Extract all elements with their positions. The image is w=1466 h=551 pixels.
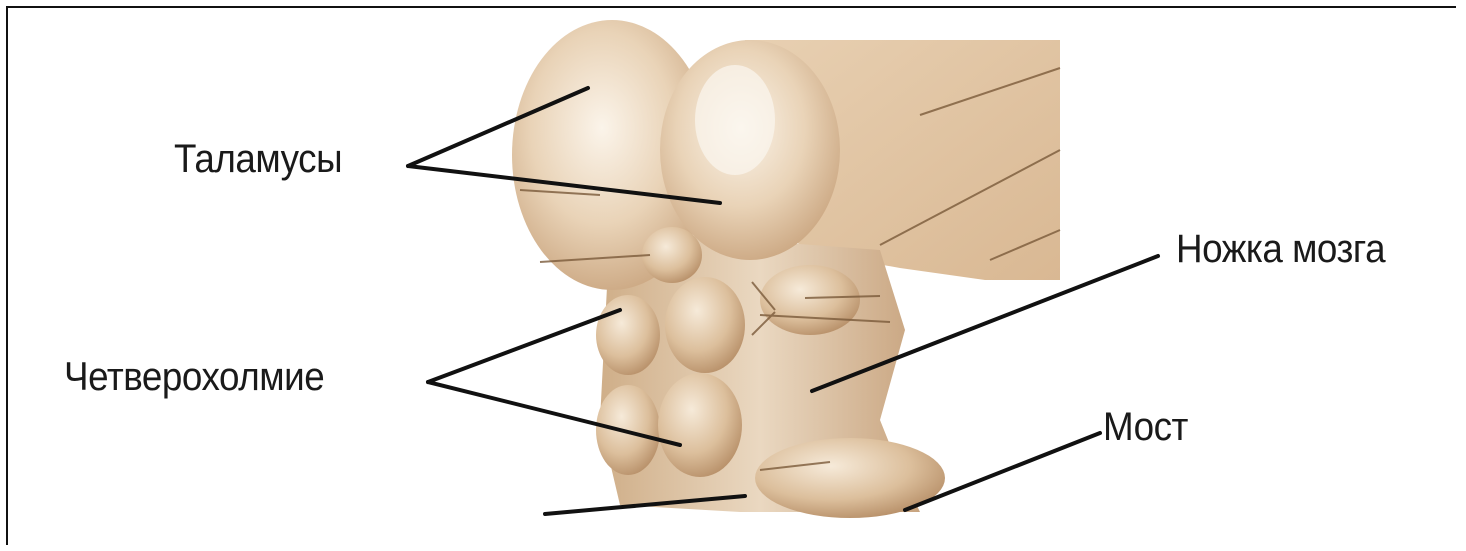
leader-quadrigemina-upper bbox=[428, 310, 620, 382]
peduncle-shape bbox=[760, 265, 860, 335]
pineal-body bbox=[642, 227, 702, 283]
label-thalami: Таламусы bbox=[174, 137, 342, 182]
label-pons: Мост bbox=[1103, 405, 1188, 450]
label-quadrigemina: Четверохолмие bbox=[64, 355, 324, 400]
colliculus-inferior-right bbox=[658, 373, 742, 477]
colliculus-superior-left bbox=[596, 295, 660, 375]
colliculus-superior-right bbox=[665, 277, 745, 373]
label-cerebral-peduncle: Ножка мозга bbox=[1176, 227, 1385, 272]
